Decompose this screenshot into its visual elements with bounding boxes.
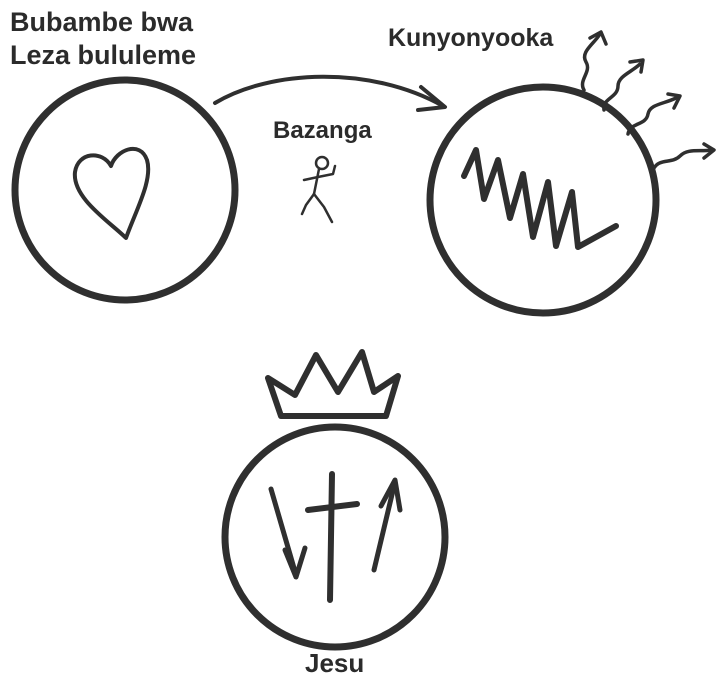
separation-arrow <box>215 77 445 110</box>
wavy-arrow-2 <box>604 60 643 110</box>
down-arrow-icon <box>271 489 305 577</box>
god-love-label-line2: Leza bululeme <box>10 39 196 72</box>
scribble-icon <box>464 150 616 247</box>
god-love-circle <box>15 80 235 300</box>
crown-icon <box>268 352 398 416</box>
heart-icon <box>75 149 148 238</box>
cross-icon <box>308 474 357 600</box>
wavy-arrow-3 <box>628 94 680 134</box>
stick-figure-icon <box>302 157 335 222</box>
people-label: Bazanga <box>273 117 372 145</box>
jesus-label: Jesu <box>305 648 364 679</box>
wavy-arrow-1 <box>582 32 606 90</box>
wavy-arrow-4 <box>654 144 714 168</box>
death-label: Kunyonyooka <box>388 24 553 53</box>
god-love-label: Bubambe bwa Leza bululeme <box>10 6 196 72</box>
jesus-circle <box>225 427 445 647</box>
death-circle <box>430 32 714 313</box>
up-arrow-icon <box>374 480 400 570</box>
god-love-label-line1: Bubambe bwa <box>10 6 196 39</box>
